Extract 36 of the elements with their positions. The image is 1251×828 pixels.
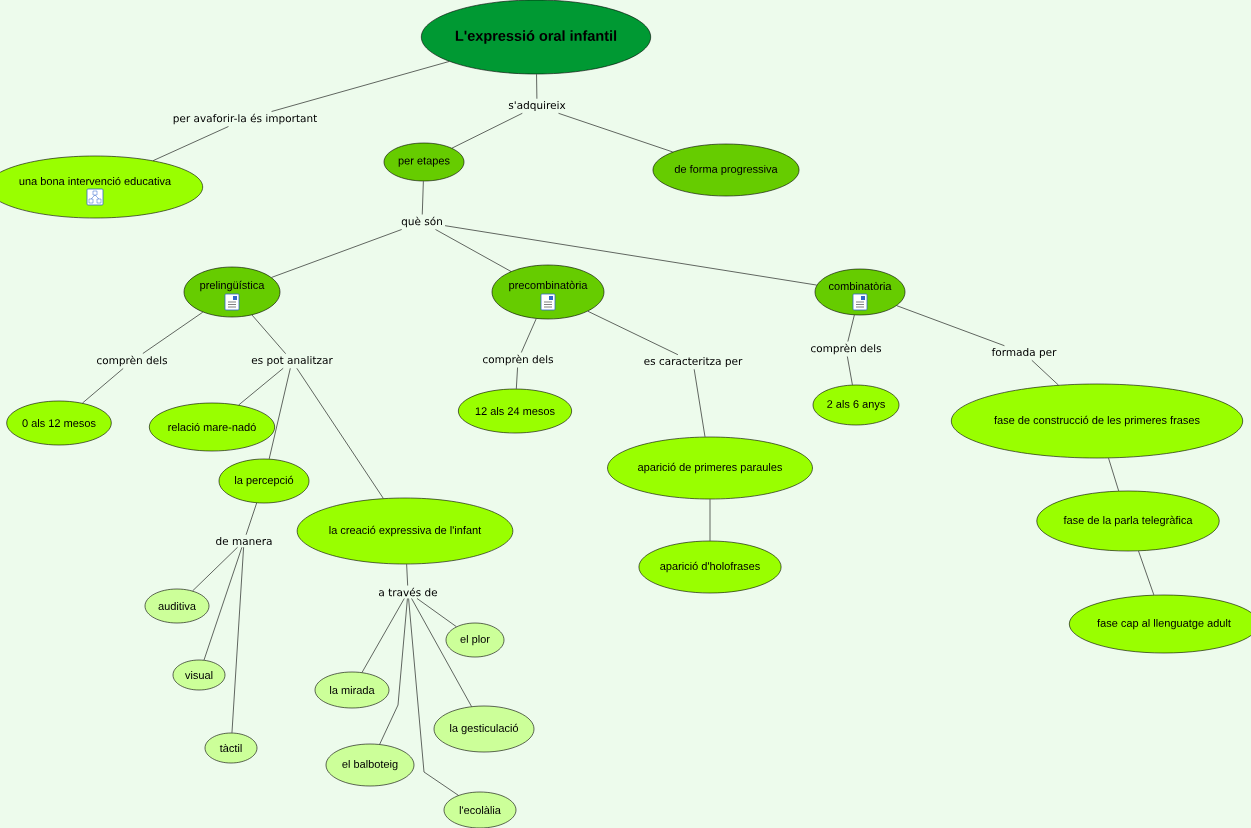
connector-line xyxy=(203,546,243,661)
connector-line xyxy=(238,368,284,406)
connector-line xyxy=(847,314,855,342)
connector-line xyxy=(451,113,523,149)
connector-line xyxy=(421,181,424,215)
connector-line xyxy=(142,311,204,354)
connector-line xyxy=(1108,457,1119,492)
connector-line xyxy=(536,74,538,99)
connector-line xyxy=(416,598,457,627)
connector-line xyxy=(268,368,291,460)
connector-line xyxy=(406,564,408,586)
connector-line xyxy=(896,305,1005,347)
connector-line xyxy=(435,229,512,272)
connector-line xyxy=(192,546,238,592)
connector-line xyxy=(709,499,711,541)
connector-line xyxy=(152,126,229,161)
connector-line xyxy=(444,225,818,286)
connector-line xyxy=(847,356,853,386)
connector-line xyxy=(411,598,472,707)
connector-line xyxy=(245,502,257,536)
connector-line xyxy=(408,598,459,796)
connector-line xyxy=(296,368,384,499)
connector-line xyxy=(231,546,244,733)
connector-line xyxy=(558,113,673,153)
connector-line xyxy=(379,598,408,745)
connector-line xyxy=(693,369,706,438)
connector-line xyxy=(271,61,450,112)
connector-line xyxy=(251,314,286,355)
connector-line xyxy=(1138,550,1155,596)
connector-line xyxy=(82,368,124,404)
connector-line xyxy=(271,229,402,278)
connector-line xyxy=(361,598,405,673)
connector-line xyxy=(1031,360,1059,386)
connector-line xyxy=(587,310,679,356)
connector-line xyxy=(516,367,518,389)
connector-line xyxy=(521,318,537,353)
